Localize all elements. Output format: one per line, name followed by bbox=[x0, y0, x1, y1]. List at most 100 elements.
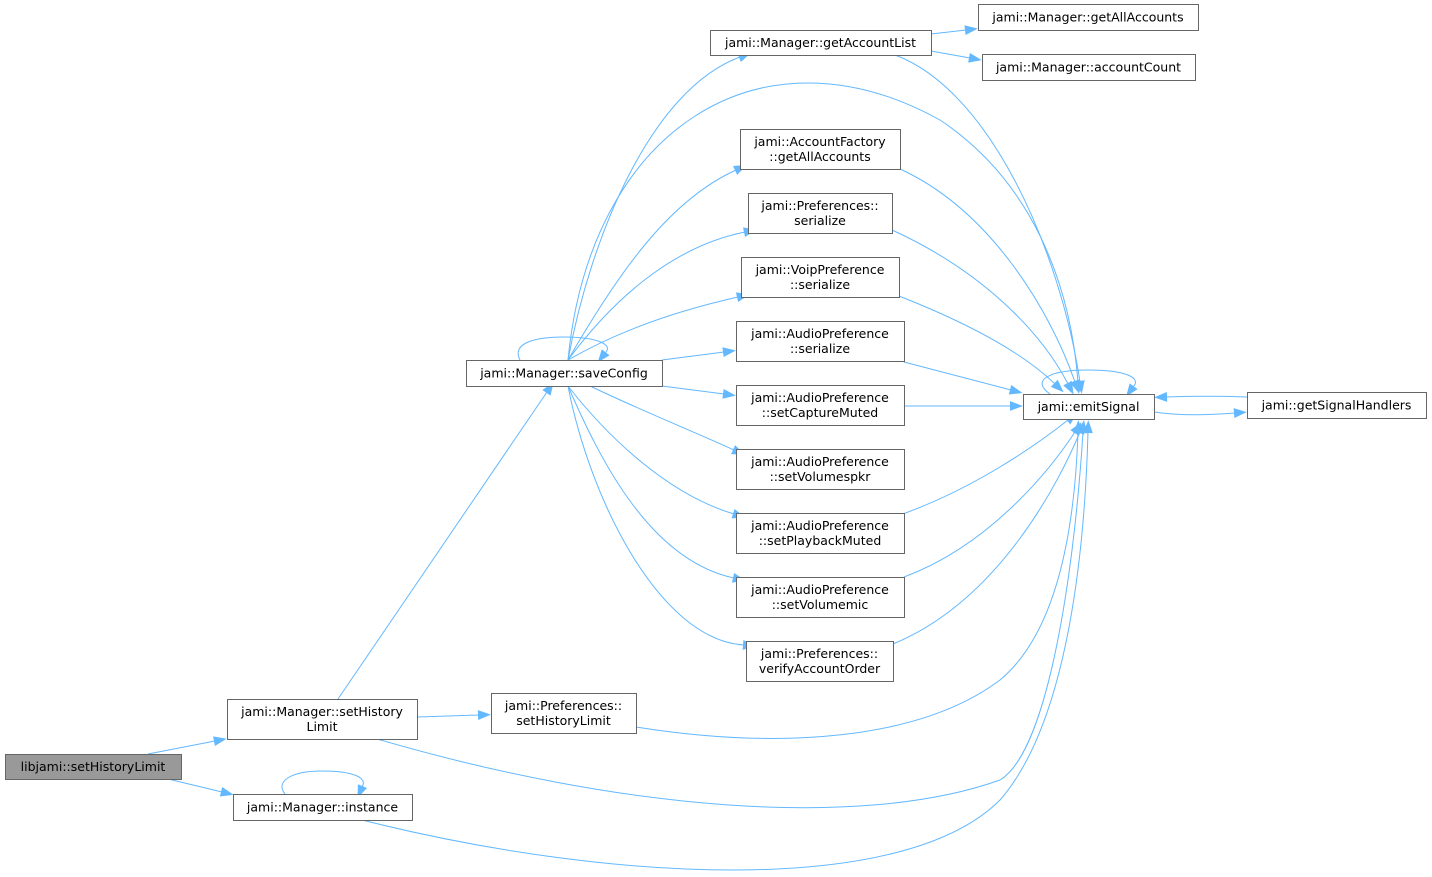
edge-line bbox=[1041, 369, 1136, 395]
node-label: verifyAccountOrder bbox=[759, 661, 881, 676]
node-verifyAccountOrder[interactable]: jami::Preferences::verifyAccountOrder bbox=[746, 641, 894, 682]
node-getAccountList[interactable]: jami::Manager::getAccountList bbox=[710, 30, 932, 56]
node-box bbox=[466, 360, 663, 387]
edge-line bbox=[567, 56, 741, 361]
edge-line bbox=[894, 54, 1081, 383]
edge-arrowhead bbox=[722, 347, 736, 358]
node-emitSignal[interactable]: jami::emitSignal bbox=[1023, 394, 1155, 420]
node-label: jami::AudioPreference bbox=[750, 326, 889, 341]
node-root: libjami::setHistoryLimit bbox=[5, 754, 182, 780]
edge-line bbox=[567, 82, 1079, 383]
node-label: jami::emitSignal bbox=[1037, 399, 1140, 414]
edge-line bbox=[416, 714, 480, 718]
node-label: jami::AudioPreference bbox=[750, 518, 889, 533]
edge-line bbox=[517, 336, 608, 361]
edge-root-to-instance bbox=[167, 778, 234, 797]
node-mgrGetAllAccounts[interactable]: jami::Manager::getAllAccounts bbox=[978, 4, 1199, 31]
edge-arrowhead bbox=[219, 786, 234, 797]
node-label: serialize bbox=[794, 213, 846, 228]
node-box bbox=[746, 641, 894, 682]
node-voipSerialize[interactable]: jami::VoipPreference::serialize bbox=[741, 257, 900, 298]
edge-arrowhead bbox=[1073, 420, 1083, 434]
node-label: jami::Preferences:: bbox=[760, 198, 878, 213]
node-prefSerialize[interactable]: jami::Preferences::serialize bbox=[748, 193, 893, 234]
node-label: jami::AccountFactory bbox=[753, 134, 886, 149]
edge-line bbox=[376, 431, 1084, 809]
edge-line bbox=[567, 169, 737, 361]
node-label: ::setVolumemic bbox=[772, 597, 869, 612]
edge-getAccountList-to-emitSignal bbox=[894, 54, 1085, 394]
edge-line bbox=[281, 770, 364, 795]
node-box bbox=[736, 385, 905, 426]
edge-getAccountList-to-mgrGetAllAccounts bbox=[930, 25, 978, 36]
edge-line bbox=[892, 431, 1081, 645]
edge-arrowhead bbox=[357, 784, 368, 799]
node-box bbox=[978, 4, 1199, 31]
node-label: libjami::setHistoryLimit bbox=[21, 759, 166, 774]
edge-line bbox=[661, 351, 725, 361]
node-box bbox=[1247, 392, 1427, 419]
node-setHistoryLimitMgr[interactable]: jami::Manager::setHistoryLimit bbox=[227, 699, 418, 740]
edge-prefSerialize-to-emitSignal bbox=[891, 229, 1074, 395]
edge-setHistoryLimitMgr-to-saveConfig bbox=[337, 382, 554, 700]
edge-emitSignal-to-getSignalHandlers bbox=[1153, 408, 1247, 418]
node-label: jami::Manager::setHistory bbox=[240, 704, 403, 719]
edge-arrowhead bbox=[213, 736, 227, 747]
node-getSignalHandlers[interactable]: jami::getSignalHandlers bbox=[1247, 392, 1427, 419]
node-afGetAllAccounts[interactable]: jami::AccountFactory::getAllAccounts bbox=[740, 129, 901, 170]
node-box bbox=[736, 321, 905, 362]
edge-line bbox=[930, 29, 967, 35]
node-box bbox=[233, 794, 413, 821]
edge-line bbox=[589, 385, 735, 451]
node-box bbox=[5, 754, 182, 780]
node-box bbox=[741, 257, 900, 298]
node-label: setHistoryLimit bbox=[516, 713, 611, 728]
node-label: jami::AudioPreference bbox=[750, 582, 889, 597]
node-box bbox=[736, 513, 905, 554]
edge-saveConfig-to-setPlaybackMuted bbox=[567, 385, 746, 519]
node-setVolumemic[interactable]: jami::AudioPreference::setVolumemic bbox=[736, 577, 905, 618]
edge-line bbox=[635, 431, 1079, 739]
edge-arrowhead bbox=[477, 710, 491, 720]
edge-arrowhead bbox=[1010, 401, 1023, 411]
edge-line bbox=[337, 391, 548, 700]
edge-line bbox=[567, 385, 735, 579]
node-setCaptureMuted[interactable]: jami::AudioPreference::setCaptureMuted bbox=[736, 385, 905, 426]
edge-line bbox=[899, 168, 1076, 383]
node-label: ::setPlaybackMuted bbox=[759, 533, 882, 548]
node-setVolumespkr[interactable]: jami::AudioPreference::setVolumespkr bbox=[736, 449, 905, 490]
edge-emitSignal-to-emitSignal bbox=[1041, 369, 1138, 397]
edge-line bbox=[567, 385, 735, 515]
node-box bbox=[736, 449, 905, 490]
edge-line bbox=[903, 361, 1012, 391]
edge-arrowhead bbox=[1233, 408, 1247, 418]
node-prefSetHistoryLimit[interactable]: jami::Preferences::setHistoryLimit bbox=[491, 693, 637, 734]
edge-line bbox=[167, 778, 223, 793]
node-label: ::serialize bbox=[790, 341, 850, 356]
node-box bbox=[491, 693, 637, 734]
node-instance[interactable]: jami::Manager::instance bbox=[233, 794, 413, 821]
edge-saveConfig-to-verifyAccountOrder bbox=[567, 385, 756, 650]
edges bbox=[147, 25, 1248, 871]
node-label: jami::AudioPreference bbox=[750, 390, 889, 405]
edge-line bbox=[898, 295, 1056, 385]
node-saveConfig[interactable]: jami::Manager::saveConfig bbox=[466, 360, 663, 387]
node-accountCount[interactable]: jami::Manager::accountCount bbox=[982, 54, 1196, 81]
edge-saveConfig-to-afGetAllAccounts bbox=[567, 164, 747, 361]
node-label: ::setVolumespkr bbox=[770, 469, 872, 484]
node-setPlaybackMuted[interactable]: jami::AudioPreference::setPlaybackMuted bbox=[736, 513, 905, 554]
node-box bbox=[710, 30, 932, 56]
node-audioSerialize[interactable]: jami::AudioPreference::serialize bbox=[736, 321, 905, 362]
edge-instance-to-instance bbox=[281, 770, 368, 799]
edge-arrowhead bbox=[1083, 420, 1093, 434]
edge-getSignalHandlers-to-emitSignal bbox=[1154, 392, 1248, 402]
node-label: jami::Manager::getAllAccounts bbox=[991, 10, 1183, 25]
node-box bbox=[748, 193, 893, 234]
node-label: ::getAllAccounts bbox=[769, 149, 870, 164]
node-box bbox=[736, 577, 905, 618]
edge-line bbox=[1165, 395, 1248, 398]
edge-arrowhead bbox=[1050, 379, 1064, 393]
edge-setPlaybackMuted-to-emitSignal bbox=[899, 412, 1078, 516]
node-label: jami::Preferences:: bbox=[504, 698, 622, 713]
edge-line bbox=[147, 740, 216, 755]
